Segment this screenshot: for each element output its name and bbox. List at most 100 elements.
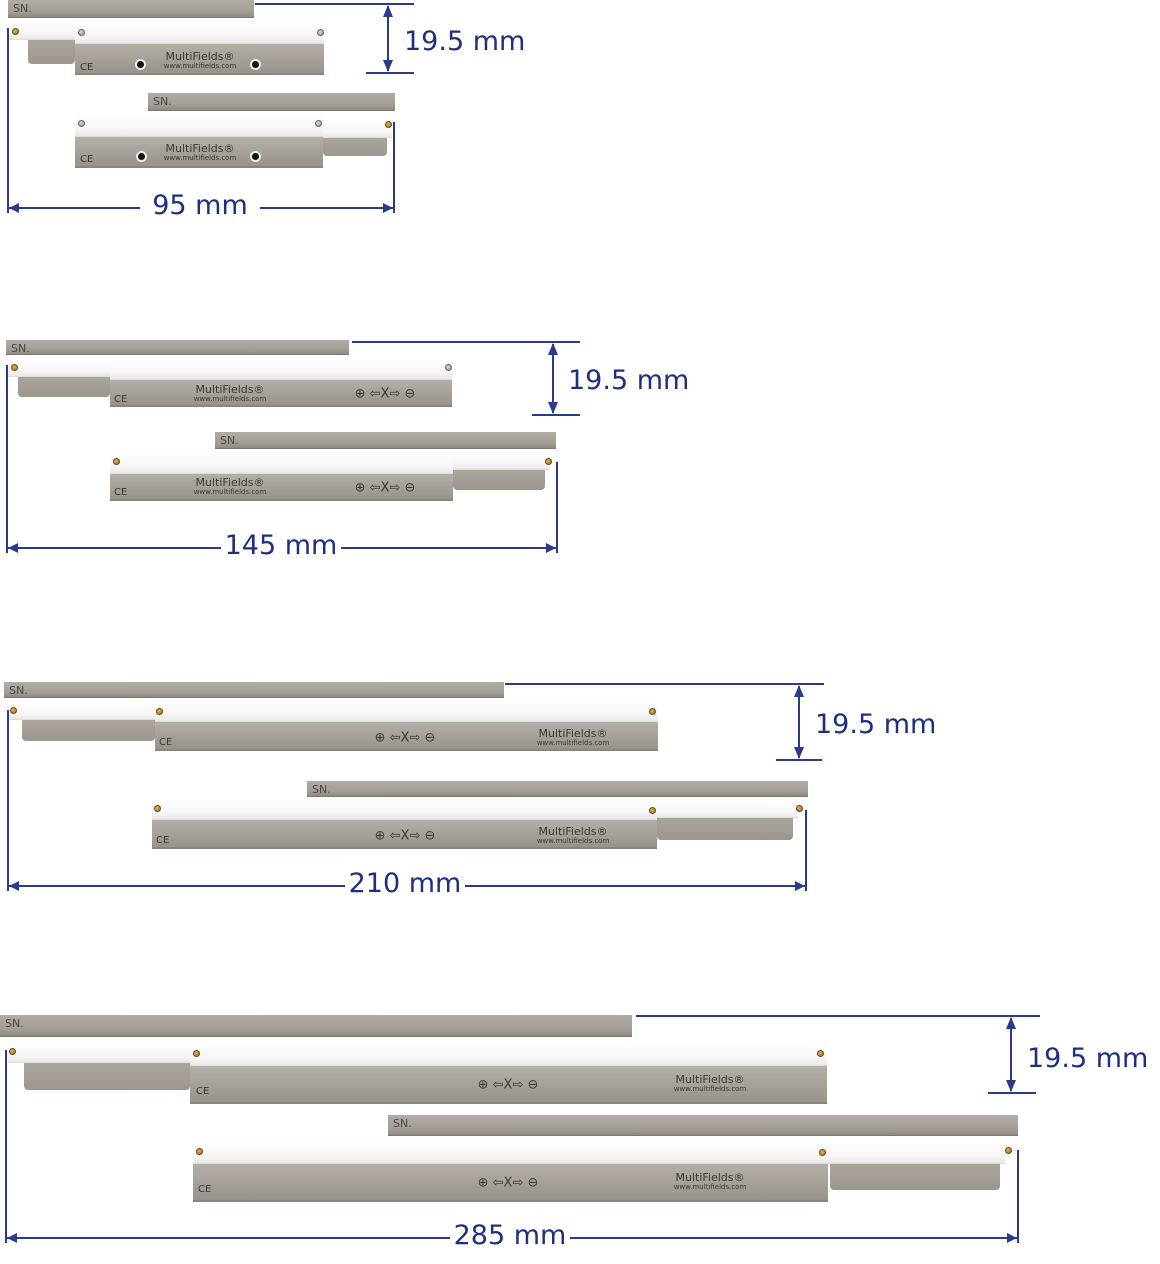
serial-bar: SN. bbox=[307, 781, 808, 797]
serial-label: SN. bbox=[9, 684, 28, 697]
width-extension-right bbox=[556, 462, 558, 553]
width-dimension-line-right bbox=[341, 547, 556, 549]
ce-mark: CE bbox=[114, 487, 127, 498]
slider-top bbox=[657, 800, 798, 818]
direction-symbols-text: ⊕ ⇦X⇨ ⊖ bbox=[374, 730, 436, 746]
plate-top bbox=[193, 1140, 828, 1164]
serial-bar: SN. bbox=[388, 1115, 1018, 1136]
arrow-up-icon bbox=[1006, 1017, 1016, 1029]
direction-symbols-text: ⊕ ⇦X⇨ ⊖ bbox=[477, 1175, 539, 1191]
ce-mark: CE bbox=[156, 835, 169, 846]
mounting-hole-icon bbox=[250, 151, 261, 162]
width-dimension-line-left bbox=[8, 547, 221, 549]
plate-top bbox=[75, 112, 323, 137]
width-dimension-line-left bbox=[7, 1237, 450, 1239]
plate-face bbox=[110, 380, 452, 407]
screw-icon bbox=[545, 458, 552, 465]
ce-text: CE bbox=[156, 835, 170, 846]
mounting-hole-icon bbox=[135, 59, 146, 70]
screw-icon bbox=[156, 708, 163, 715]
height-extension-bottom bbox=[532, 414, 580, 416]
website-label: www.multifields.com bbox=[163, 154, 237, 162]
plate-face bbox=[193, 1164, 828, 1202]
arrow-down-icon bbox=[1006, 1080, 1016, 1092]
arrow-left-icon bbox=[9, 203, 19, 213]
screw-icon bbox=[1005, 1147, 1012, 1154]
height-label: 19.5 mm bbox=[1027, 1044, 1148, 1074]
arrow-left-icon bbox=[8, 543, 18, 553]
slider-top bbox=[8, 1040, 190, 1063]
website-label: www.multifields.com bbox=[536, 837, 610, 845]
height-extension-bottom bbox=[988, 1092, 1036, 1094]
ce-mark: CE bbox=[198, 1184, 211, 1195]
height-extension-top bbox=[255, 3, 414, 5]
plate-face bbox=[75, 44, 324, 75]
screw-icon bbox=[317, 29, 324, 36]
screw-icon bbox=[154, 805, 161, 812]
serial-bar: SN. bbox=[6, 340, 349, 355]
direction-symbols: ⊕ ⇦X⇨ ⊖ bbox=[355, 387, 416, 402]
screw-icon bbox=[796, 805, 803, 812]
plate-top bbox=[190, 1040, 827, 1066]
brand-name: MultiFields® bbox=[538, 727, 608, 740]
brand-label: MultiFields®www.multifields.com bbox=[164, 51, 237, 70]
slider-body bbox=[22, 720, 155, 741]
width-label-text: 210 mm bbox=[348, 868, 462, 899]
slider-top bbox=[828, 1142, 1005, 1164]
arrow-up-icon bbox=[548, 343, 558, 355]
brand-label: MultiFields®www.multifields.com bbox=[194, 477, 267, 496]
plate-top bbox=[75, 20, 324, 44]
plate-face bbox=[75, 137, 323, 168]
ce-text: CE bbox=[80, 62, 94, 73]
brand-label: MultiFields®www.multifields.com bbox=[674, 1074, 747, 1093]
brand-name: MultiFields® bbox=[675, 1171, 745, 1184]
width-label: 210 mm bbox=[349, 869, 462, 899]
serial-label: SN. bbox=[393, 1117, 412, 1130]
screw-icon bbox=[649, 807, 656, 814]
height-label-text: 19.5 mm bbox=[1027, 1043, 1149, 1074]
width-dimension-line-left bbox=[9, 885, 345, 887]
screw-icon bbox=[315, 120, 322, 127]
arrow-up-icon bbox=[383, 5, 393, 17]
direction-symbols: ⊕ ⇦X⇨ ⊖ bbox=[355, 481, 416, 496]
ce-text: CE bbox=[114, 394, 128, 405]
width-label: 285 mm bbox=[454, 1221, 567, 1251]
screw-icon bbox=[10, 707, 17, 714]
brand-name: MultiFields® bbox=[165, 142, 235, 155]
width-label: 145 mm bbox=[225, 531, 338, 561]
ce-mark: CE bbox=[80, 62, 93, 73]
slider-top bbox=[453, 452, 550, 470]
ce-text: CE bbox=[80, 154, 94, 165]
screw-icon bbox=[819, 1149, 826, 1156]
slider-top bbox=[323, 118, 392, 138]
height-label-text: 19.5 mm bbox=[404, 26, 526, 57]
width-extension-left bbox=[5, 1050, 7, 1243]
arrow-down-icon bbox=[794, 747, 804, 759]
height-label-text: 19.5 mm bbox=[568, 365, 690, 396]
height-extension-bottom bbox=[776, 759, 822, 761]
arrow-right-icon bbox=[383, 203, 393, 213]
height-label: 19.5 mm bbox=[404, 27, 525, 57]
screw-icon bbox=[12, 28, 19, 35]
direction-symbols: ⊕ ⇦X⇨ ⊖ bbox=[375, 829, 436, 844]
serial-label: SN. bbox=[153, 95, 172, 108]
ce-text: CE bbox=[198, 1184, 212, 1195]
height-extension-top bbox=[636, 1015, 1040, 1017]
brand-label: MultiFields®www.multifields.com bbox=[537, 728, 610, 747]
serial-bar: SN. bbox=[8, 0, 254, 18]
height-label: 19.5 mm bbox=[568, 366, 689, 396]
ce-mark: CE bbox=[196, 1086, 209, 1097]
width-extension-left bbox=[6, 365, 8, 553]
serial-bar: SN. bbox=[215, 432, 556, 449]
serial-label: SN. bbox=[5, 1017, 24, 1030]
website-label: www.multifields.com bbox=[193, 488, 267, 496]
slider-top bbox=[8, 20, 75, 40]
plate-face bbox=[110, 474, 453, 501]
brand-label: MultiFields®www.multifields.com bbox=[164, 143, 237, 162]
direction-symbols: ⊕ ⇦X⇨ ⊖ bbox=[375, 731, 436, 746]
slider-body bbox=[28, 40, 75, 64]
slider-top bbox=[8, 358, 110, 377]
mounting-hole-icon bbox=[250, 59, 261, 70]
width-extension-left bbox=[7, 28, 9, 213]
height-dimension-line bbox=[552, 344, 554, 413]
